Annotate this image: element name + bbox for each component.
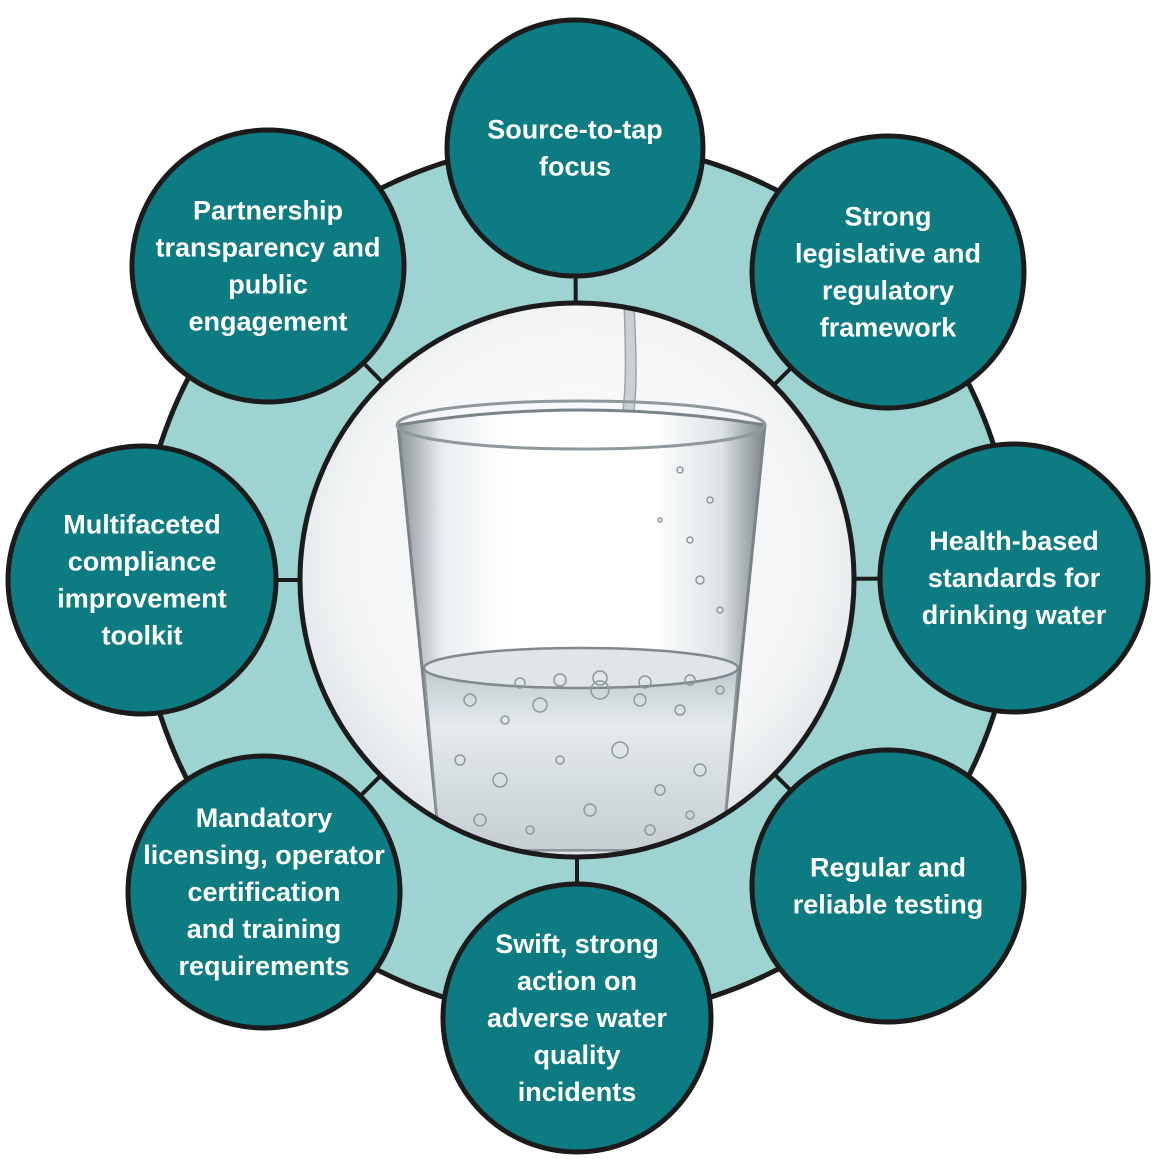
center-glass-image bbox=[300, 303, 854, 857]
node-label-line: Strong bbox=[845, 202, 932, 232]
bubble bbox=[715, 685, 725, 695]
node-circle bbox=[129, 127, 407, 405]
node-circle bbox=[877, 441, 1151, 715]
bubble bbox=[686, 536, 694, 544]
bubble bbox=[590, 680, 610, 700]
node-label-line: requirements bbox=[178, 951, 349, 981]
node-label-line: and training bbox=[187, 914, 342, 944]
node-source-to-tap: Source-to-tap focus bbox=[444, 17, 706, 279]
bubble bbox=[583, 803, 597, 817]
bubble bbox=[657, 517, 663, 523]
bubble bbox=[553, 673, 567, 687]
bubble bbox=[685, 810, 695, 820]
node-label-line: drinking water bbox=[922, 600, 1107, 630]
node-label-line: legislative and bbox=[795, 239, 981, 269]
bubble bbox=[514, 677, 526, 689]
node-label-line: Source-to-tap bbox=[487, 115, 663, 145]
node-health-based-standards: Health-based standards for drinking water bbox=[877, 441, 1151, 715]
node-circle bbox=[125, 753, 403, 1031]
node-circle bbox=[749, 747, 1027, 1025]
node-label-line: engagement bbox=[188, 307, 347, 337]
bubble bbox=[695, 575, 705, 585]
node-label-line: action on bbox=[517, 966, 637, 996]
node-circle bbox=[444, 17, 706, 279]
node-partnership-transparency: Partnership transparency and public engagem… bbox=[129, 127, 407, 405]
bubble bbox=[693, 763, 707, 777]
bubble bbox=[463, 693, 477, 707]
node-label-line: Partnership bbox=[193, 196, 343, 226]
bubble bbox=[611, 741, 629, 759]
node-label-line: adverse water bbox=[487, 1003, 668, 1033]
bubble bbox=[676, 466, 684, 474]
bubble bbox=[633, 693, 647, 707]
node-label-line: Mandatory bbox=[196, 803, 333, 833]
bubble bbox=[492, 772, 508, 788]
node-circle bbox=[440, 881, 714, 1155]
node-legislative-framework: Strong legislative and regulatory framework bbox=[749, 133, 1027, 411]
node-label-line: transparency and bbox=[155, 233, 380, 263]
bubble bbox=[500, 715, 510, 725]
node-swift-action: Swift, strong action on adverse water quali… bbox=[440, 881, 714, 1155]
bubble bbox=[716, 606, 724, 614]
node-label-line: focus bbox=[539, 152, 611, 182]
bubble bbox=[454, 754, 466, 766]
node-circle bbox=[5, 443, 279, 717]
node-label-line: Regular and bbox=[810, 853, 966, 883]
node-label-line: Multifaceted bbox=[63, 510, 221, 540]
node-circle bbox=[749, 133, 1027, 411]
bubble bbox=[684, 674, 696, 686]
bubble bbox=[525, 825, 535, 835]
node-mandatory-licensing: Mandatory licensing, operator certificatio… bbox=[125, 753, 403, 1031]
node-label-line: incidents bbox=[518, 1077, 637, 1107]
node-label-line: public bbox=[228, 270, 308, 300]
bubble bbox=[638, 675, 652, 689]
node-compliance-toolkit: Multifaceted compliance improvement toolkit bbox=[5, 443, 279, 717]
node-label-line: Health-based bbox=[929, 526, 1099, 556]
node-label-line: licensing, operator bbox=[143, 840, 385, 870]
node-label-line: improvement bbox=[57, 584, 227, 614]
node-label-line: Swift, strong bbox=[495, 929, 659, 959]
bubble bbox=[555, 755, 565, 765]
bubble bbox=[532, 697, 548, 713]
node-label-line: quality bbox=[533, 1040, 620, 1070]
bubble bbox=[644, 824, 656, 836]
bubble bbox=[473, 813, 487, 827]
node-label-line: standards for bbox=[928, 563, 1101, 593]
bubble bbox=[592, 670, 608, 686]
center-circle-outline bbox=[297, 300, 857, 860]
bubble bbox=[654, 784, 666, 796]
bubble bbox=[674, 704, 686, 716]
node-label-line: compliance bbox=[68, 547, 217, 577]
bubble bbox=[706, 496, 714, 504]
node-label-line: regulatory bbox=[822, 276, 954, 306]
node-label-line: reliable testing bbox=[793, 890, 984, 920]
node-label-line: toolkit bbox=[102, 621, 183, 651]
node-label-line: certification bbox=[187, 877, 340, 907]
node-label-line: framework bbox=[820, 313, 958, 343]
node-regular-testing: Regular and reliable testing bbox=[749, 747, 1027, 1025]
